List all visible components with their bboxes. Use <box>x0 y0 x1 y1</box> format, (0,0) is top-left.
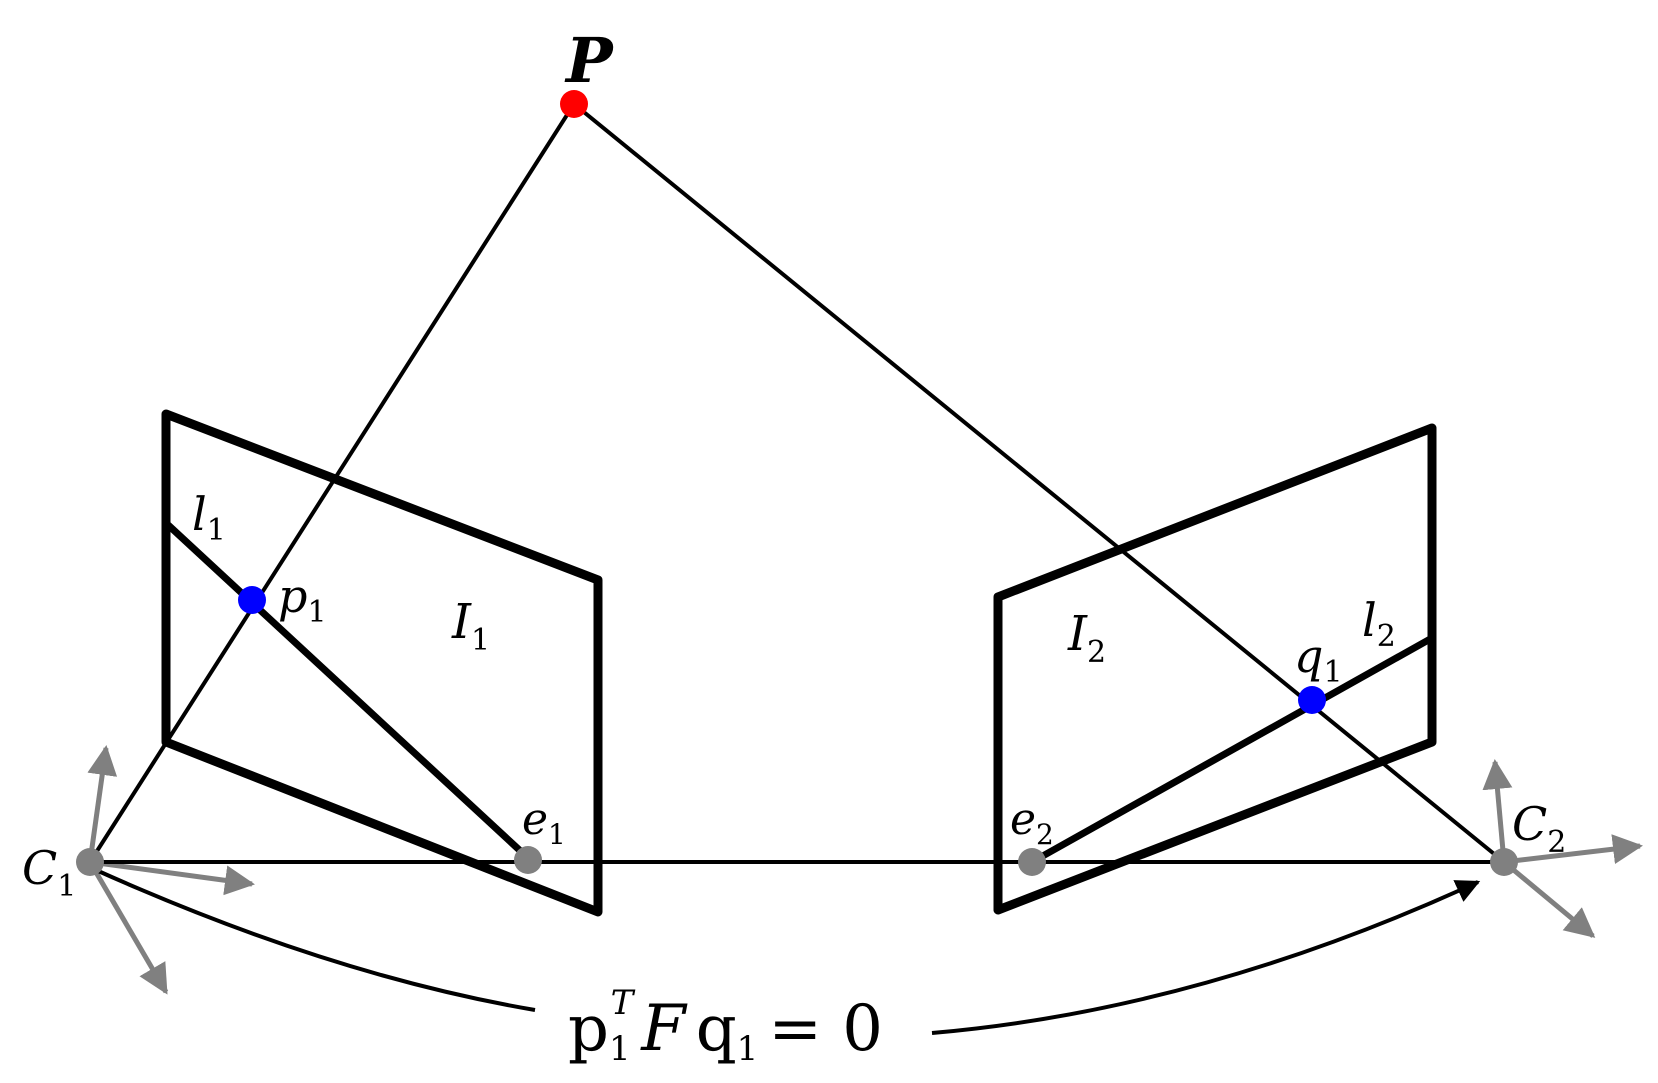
camera1-axis-up <box>87 745 118 863</box>
label-l1: l1 <box>192 487 226 548</box>
ray-P-to-C1 <box>88 102 576 864</box>
epipole-e1 <box>514 846 542 874</box>
label-I2: I2 <box>1067 606 1106 670</box>
image-plane-1 <box>161 409 603 917</box>
label-e1: e1 <box>522 794 566 851</box>
ray-P-to-C2 <box>572 102 1506 864</box>
relation-arrow-left <box>95 868 536 1012</box>
epipolar-line-1 <box>163 520 531 861</box>
label-l2: l2 <box>1362 593 1396 654</box>
label-p1: p1 <box>278 569 327 630</box>
world-point-P <box>560 90 588 118</box>
image-plane-2 <box>993 423 1437 915</box>
camera1-axis-right <box>89 859 255 896</box>
camera2-axes <box>1482 759 1643 938</box>
image-point-p1 <box>238 586 266 614</box>
label-C2: C2 <box>1512 797 1566 860</box>
camera2-axis-down <box>1502 860 1596 938</box>
camera1-axes <box>87 745 255 995</box>
camera1-axis-down <box>87 860 169 995</box>
label-I1: I1 <box>451 594 490 658</box>
relation-arrow-right <box>931 880 1481 1035</box>
camera-center-C2 <box>1490 848 1518 876</box>
epipole-e2 <box>1018 848 1046 876</box>
label-e2: e2 <box>1010 794 1054 851</box>
camera2-axis-right <box>1503 834 1643 865</box>
epipolar-line-2 <box>1030 634 1434 866</box>
camera-center-C1 <box>76 848 104 876</box>
label-P: P <box>564 24 615 97</box>
image-point-q1 <box>1298 686 1326 714</box>
label-C1: C1 <box>22 841 76 904</box>
camera2-axis-up <box>1482 759 1513 863</box>
label-q1: q1 <box>1294 629 1343 690</box>
